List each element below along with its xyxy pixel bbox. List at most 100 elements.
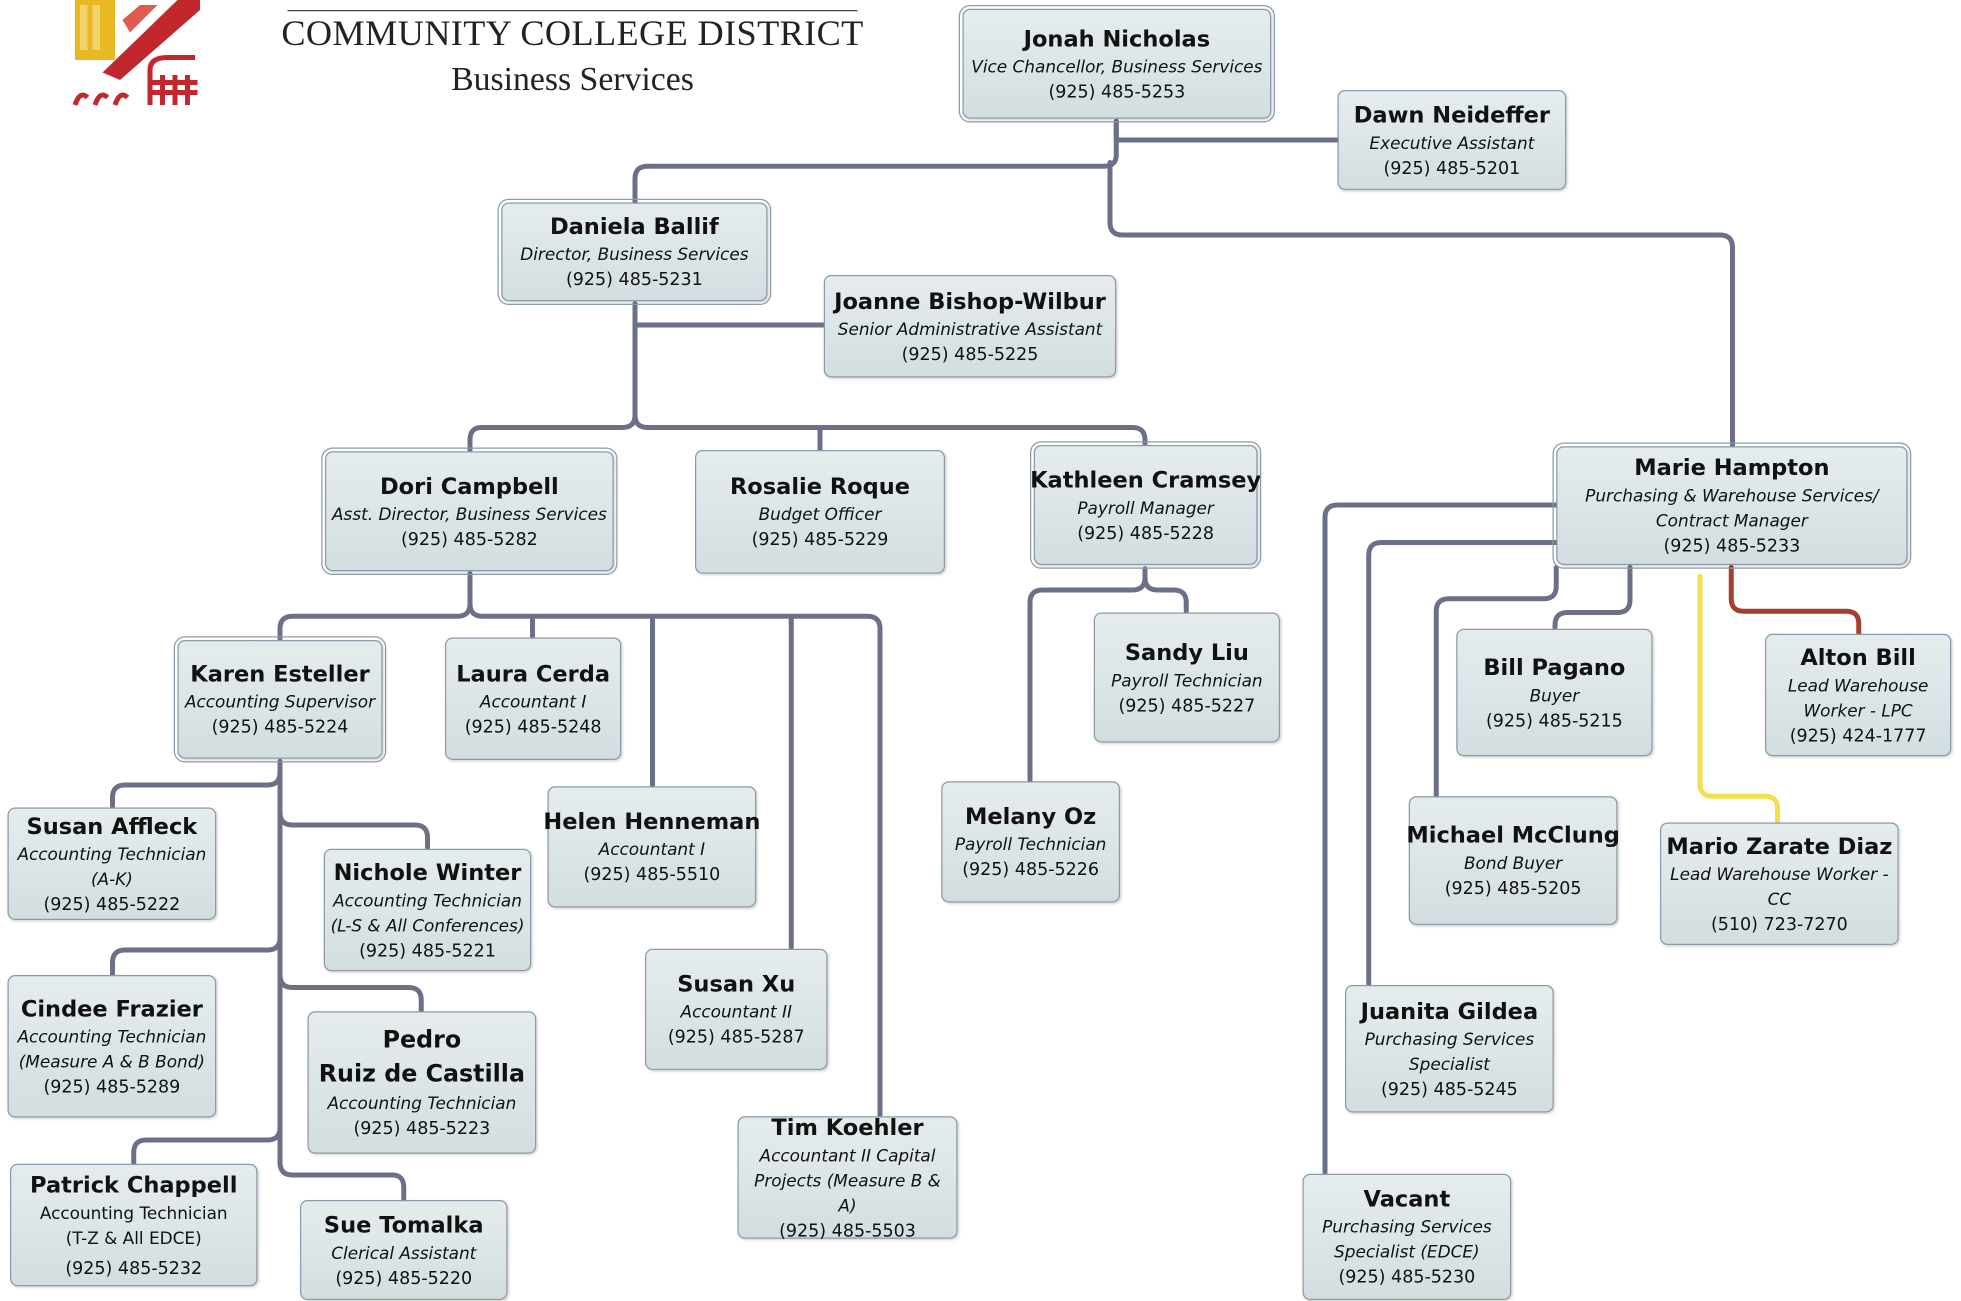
node-phone: (925) 485-5510	[583, 865, 721, 885]
connector	[277, 601, 473, 642]
connector	[1142, 575, 1189, 614]
connector	[110, 770, 283, 809]
header-rule	[287, 10, 858, 12]
org-node-karen-esteller[interactable]: Karen Esteller Accounting Supervisor (92…	[173, 636, 387, 763]
connector-red	[1728, 565, 1862, 635]
org-node-joanne-bishop-wilbur[interactable]: Joanne Bishop-Wilbur Senior Administrati…	[823, 275, 1117, 378]
node-name: Rosalie Roque	[729, 473, 911, 500]
connector-yellow	[1697, 573, 1780, 824]
node-phone: (925) 485-5503	[779, 1220, 916, 1241]
connector	[1552, 565, 1633, 630]
node-phone: (925) 485-5287	[667, 1027, 805, 1048]
node-title: Accountant II Capital Projects (Measure …	[754, 1145, 941, 1216]
node-name: Daniela Ballif	[549, 213, 719, 240]
org-node-vacant[interactable]: Vacant Purchasing Services Specialist (E…	[1302, 1173, 1512, 1300]
org-node-jonah-nicholas[interactable]: Jonah Nicholas Vice Chancellor, Business…	[958, 5, 1275, 123]
org-node-sue-tomalka[interactable]: Sue Tomalka Clerical Assistant (925) 485…	[300, 1200, 508, 1300]
node-phone: (510) 723-7270	[1710, 914, 1848, 935]
org-node-daniela-ballif[interactable]: Daniela Ballif Director, Business Servic…	[497, 198, 772, 305]
node-phone: (925) 485-5228	[1077, 523, 1215, 544]
node-name: Pedro Ruiz de Castilla	[318, 1026, 525, 1088]
org-node-patrick-chappell[interactable]: Patrick Chappell Accounting Technician (…	[10, 1163, 258, 1287]
org-node-helen-henneman[interactable]: Helen Henneman Accountant I (925) 485-55…	[543, 786, 760, 908]
connector	[467, 301, 638, 453]
node-title: Senior Administrative Assistant	[837, 319, 1103, 340]
node-title: Accounting Supervisor	[184, 692, 376, 713]
node-title: Payroll Manager	[1077, 498, 1214, 519]
node-name: Melany Oz	[964, 803, 1097, 830]
node-name: Vacant	[1363, 1186, 1451, 1213]
org-node-kathleen-cramsey[interactable]: Kathleen Cramsey Payroll Manager (925) 4…	[1030, 441, 1262, 569]
node-phone: (925) 485-5232	[65, 1258, 203, 1279]
node-name: Kathleen Cramsey	[1030, 466, 1262, 494]
node-title: Lead Warehouse Worker - CC	[1670, 864, 1889, 910]
node-name: Patrick Chappell	[30, 1171, 238, 1199]
node-title: Purchasing Services Specialist	[1364, 1029, 1535, 1075]
district-title: COMMUNITY COLLEGE DISTRICT	[281, 13, 864, 54]
org-node-laura-cerda[interactable]: Laura Cerda Accountant I (925) 485-5248	[445, 637, 622, 760]
node-name: Mario Zarate Diaz	[1666, 833, 1893, 860]
node-name: Susan Affleck	[26, 813, 198, 840]
node-phone: (925) 485-5223	[353, 1118, 491, 1139]
node-title: Buyer	[1529, 685, 1580, 706]
node-phone: (925) 485-5253	[1048, 81, 1186, 102]
org-node-susan-affleck[interactable]: Susan Affleck Accounting Technician (A-K…	[7, 807, 217, 920]
org-node-pedro-ruiz-de-castilla[interactable]: Pedro Ruiz de Castilla Accounting Techni…	[307, 1011, 537, 1154]
node-phone: (925) 485-5201	[1383, 158, 1521, 179]
org-node-mario-zarate-diaz[interactable]: Mario Zarate Diaz Lead Warehouse Worker …	[1660, 822, 1899, 945]
org-node-cindee-frazier[interactable]: Cindee Frazier Accounting Technician (Me…	[7, 975, 217, 1118]
node-phone: (925) 485-5229	[751, 530, 889, 550]
connector	[277, 758, 407, 1202]
org-node-marie-hampton[interactable]: Marie Hampton Purchasing & Warehouse Ser…	[1552, 442, 1912, 569]
org-node-nichole-winter[interactable]: Nichole Winter Accounting Technician (L-…	[323, 848, 532, 972]
node-title: Payroll Technician	[1111, 670, 1263, 691]
org-node-bill-pagano[interactable]: Bill Pagano Buyer (925) 485-5215	[1456, 628, 1653, 757]
org-node-tim-koehler[interactable]: Tim Koehler Accountant II Capital Projec…	[737, 1114, 958, 1241]
node-title: Accountant I	[598, 840, 706, 860]
node-title: Accounting Technician	[327, 1093, 517, 1114]
connector	[110, 935, 283, 977]
connector	[632, 118, 1119, 204]
org-node-melany-oz[interactable]: Melany Oz Payroll Technician (925) 485-5…	[941, 781, 1120, 903]
node-name: Dawn Neideffer	[1353, 101, 1550, 129]
org-node-rosalie-roque[interactable]: Rosalie Roque Budget Officer (925) 485-5…	[695, 450, 945, 574]
node-title: Accounting Technician (T-Z & All EDCE)	[39, 1203, 228, 1249]
node-phone: (925) 485-5233	[1663, 536, 1801, 557]
connector	[1107, 160, 1735, 448]
org-node-alton-bill[interactable]: Alton Bill Lead Warehouse Worker - LPC (…	[1765, 633, 1952, 757]
node-name: Tim Koehler	[771, 1114, 924, 1141]
connector	[632, 301, 827, 328]
node-name: Michael McClung	[1406, 822, 1620, 849]
department-title: Business Services	[451, 60, 694, 98]
node-phone: (925) 485-5226	[962, 860, 1100, 880]
connector	[1366, 540, 1559, 987]
node-phone: (925) 485-5205	[1444, 878, 1582, 899]
node-phone: (925) 485-5215	[1485, 710, 1623, 731]
connector	[1113, 118, 1340, 143]
node-title: Accounting Technician (A-K)	[17, 844, 207, 890]
node-phone: (925) 485-5248	[464, 716, 602, 737]
node-name: Helen Henneman	[543, 808, 761, 835]
org-node-michael-mcclung[interactable]: Michael McClung Bond Buyer (925) 485-520…	[1406, 796, 1620, 925]
org-node-sandy-liu[interactable]: Sandy Liu Payroll Technician (925) 485-5…	[1093, 612, 1280, 743]
org-node-juanita-gildea[interactable]: Juanita Gildea Purchasing Services Speci…	[1345, 985, 1554, 1113]
header: COMMUNITY COLLEGE DISTRICT Business Serv…	[250, 0, 895, 101]
org-node-dawn-neideffer[interactable]: Dawn Neideffer Executive Assistant (925)…	[1337, 90, 1567, 190]
connector	[1322, 502, 1559, 1175]
connector	[1433, 565, 1559, 798]
node-phone: (925) 424-1777	[1789, 725, 1927, 746]
node-title: Budget Officer	[758, 505, 882, 525]
node-phone: (925) 485-5245	[1380, 1079, 1518, 1100]
connector	[277, 972, 424, 1013]
node-title: Asst. Director, Business Services	[331, 504, 607, 525]
org-node-susan-xu[interactable]: Susan Xu Accountant II (925) 485-5287	[645, 948, 828, 1070]
node-name: Bill Pagano	[1483, 654, 1626, 681]
node-title: Director, Business Services	[520, 245, 749, 265]
node-name: Joanne Bishop-Wilbur	[834, 288, 1106, 315]
node-name: Karen Esteller	[190, 661, 370, 688]
node-title: Vice Chancellor, Business Services	[971, 56, 1263, 77]
org-node-dori-campbell[interactable]: Dori Campbell Asst. Director, Business S…	[321, 447, 618, 575]
node-title: Lead Warehouse Worker - LPC	[1787, 675, 1929, 721]
